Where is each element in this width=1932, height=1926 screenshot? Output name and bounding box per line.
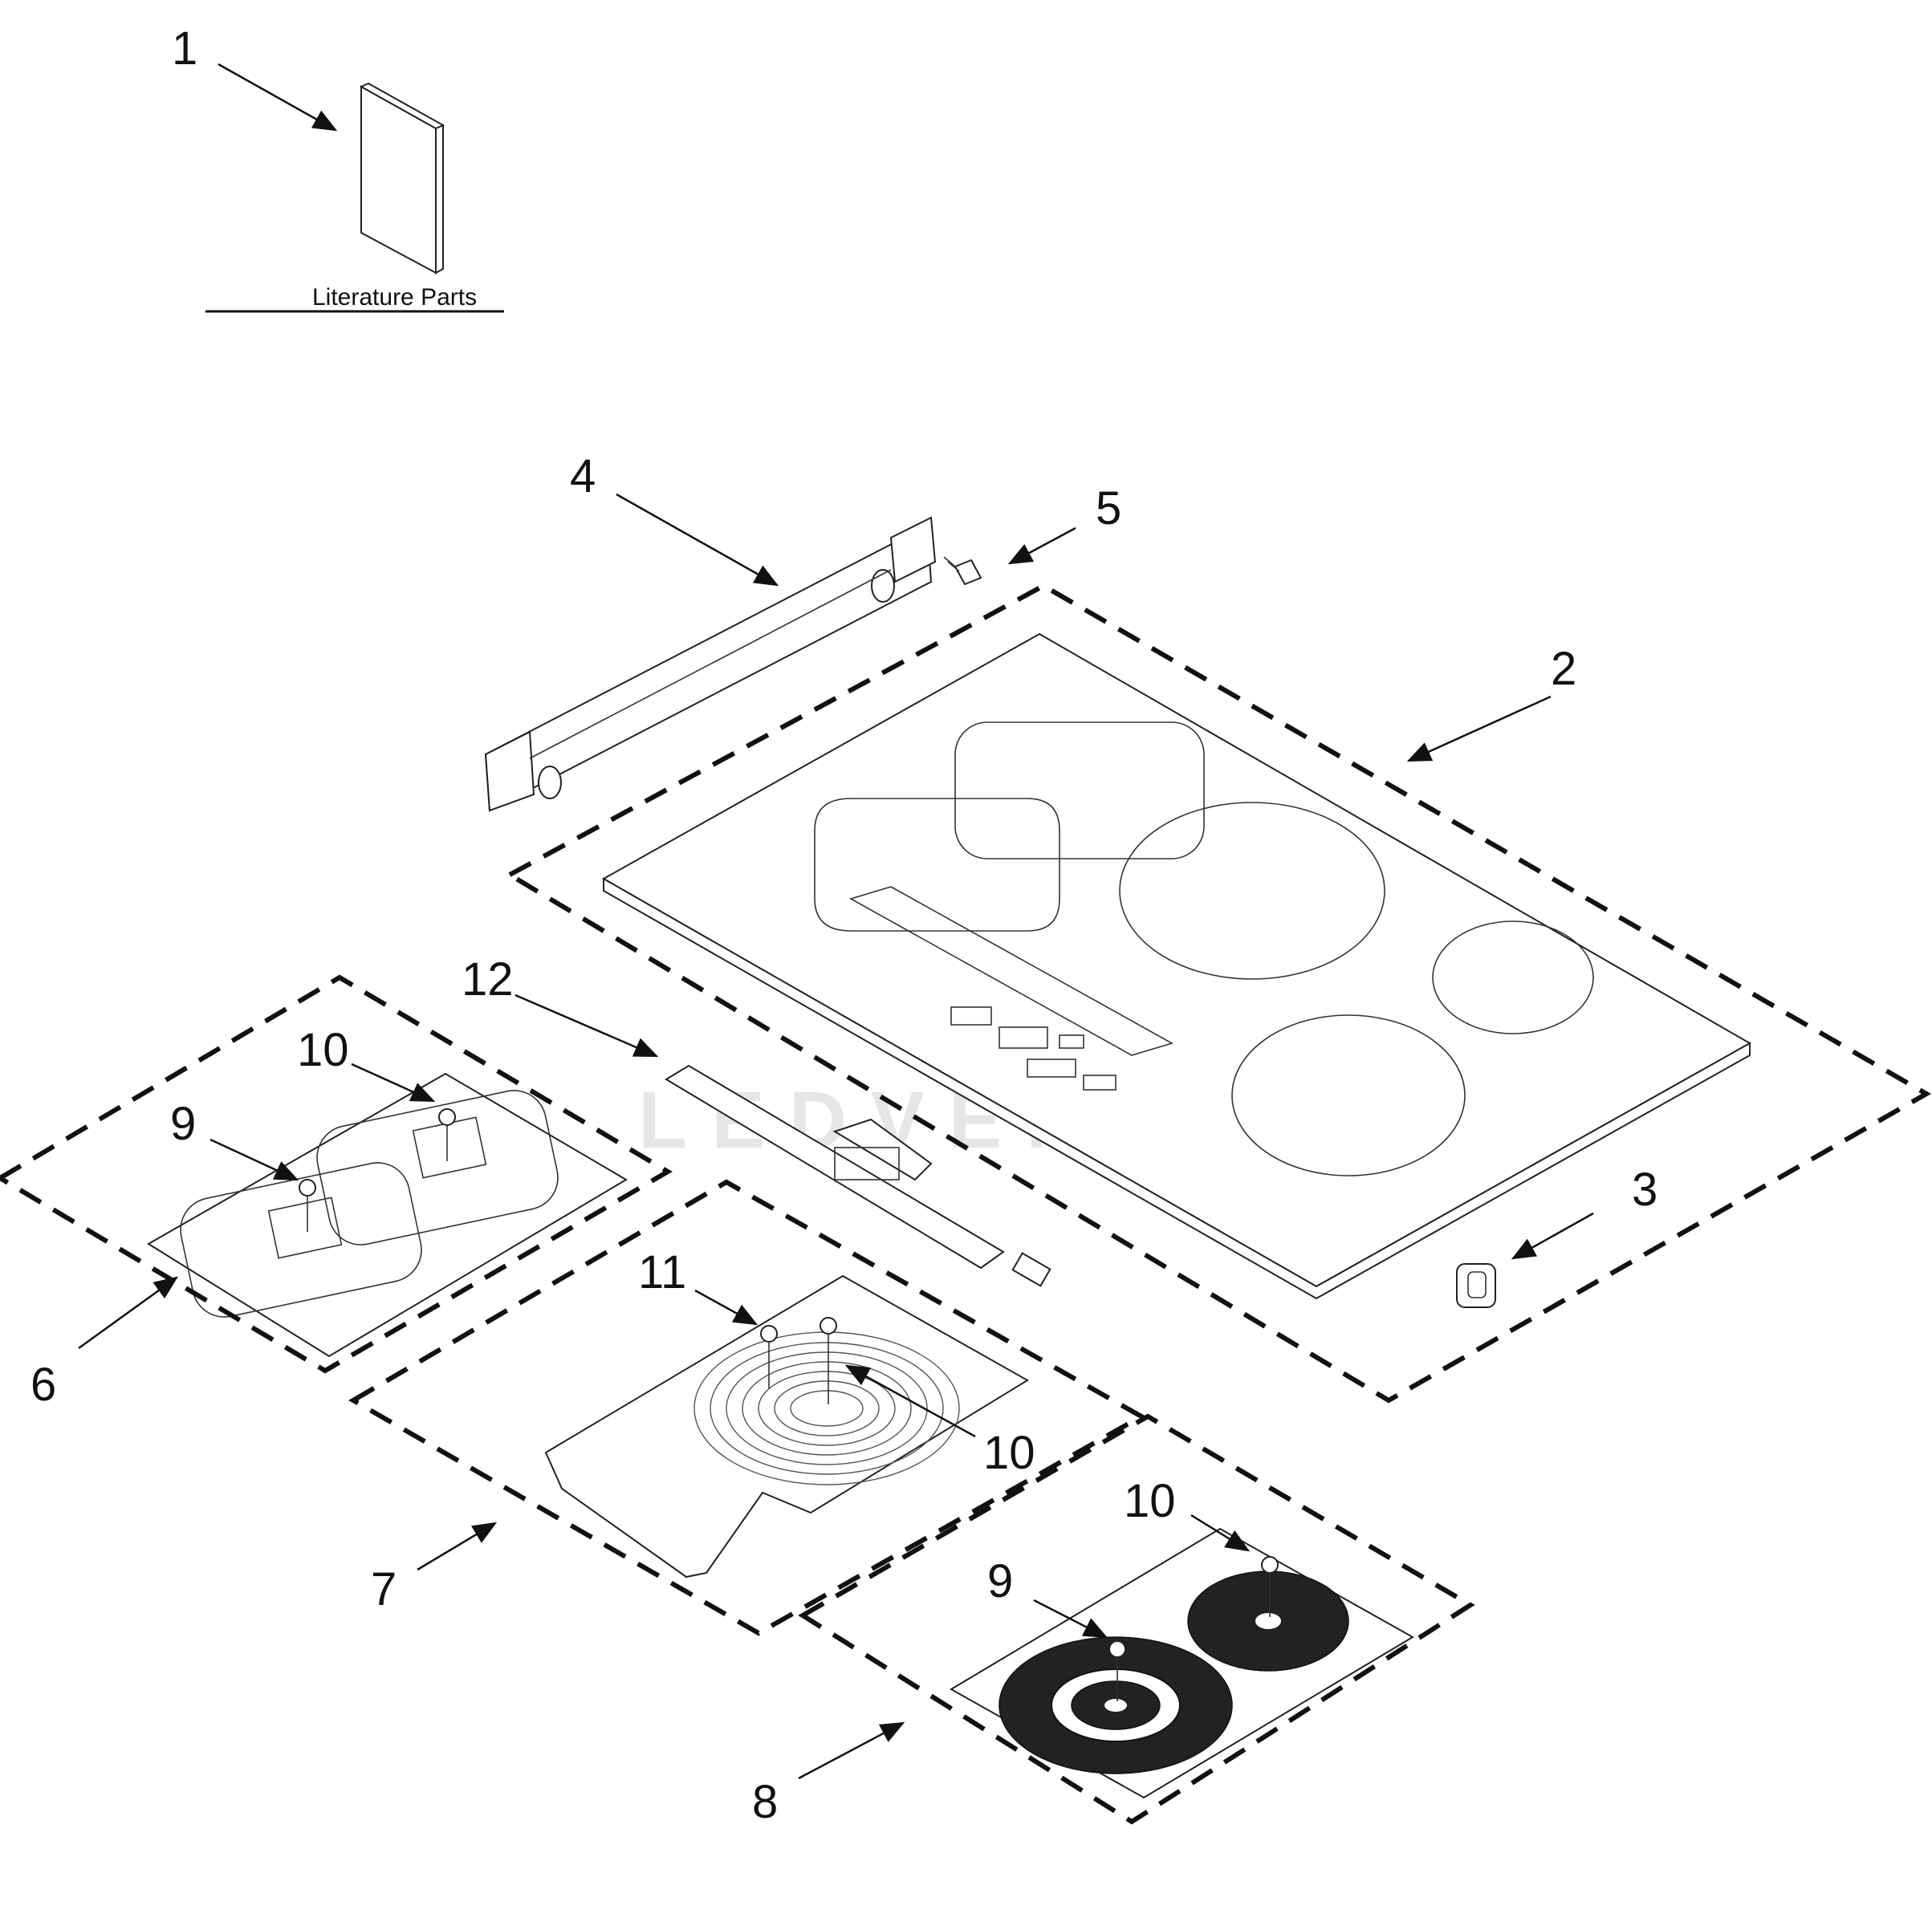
callout-5: 5 bbox=[1096, 482, 1121, 534]
leader-arrows bbox=[78, 63, 1594, 1780]
outline-cooktop bbox=[504, 583, 1932, 1404]
callout-9-right: 9 bbox=[987, 1555, 1013, 1607]
coil-assembly-6 bbox=[147, 1072, 628, 1358]
coil-assembly-7 bbox=[544, 1274, 1029, 1579]
cooktop-clip bbox=[1456, 1263, 1496, 1308]
callout-3: 3 bbox=[1632, 1164, 1657, 1216]
callout-10-left: 10 bbox=[297, 1024, 349, 1076]
control-board bbox=[665, 1064, 1051, 1287]
callout-2: 2 bbox=[1551, 643, 1576, 695]
control-panel-graphics bbox=[848, 886, 1174, 1091]
outline-coil-7 bbox=[348, 1179, 1147, 1636]
literature-booklet: Literature Parts bbox=[205, 82, 504, 313]
callout-12: 12 bbox=[462, 953, 514, 1006]
outline-coil-8 bbox=[798, 1413, 1475, 1825]
callout-6: 6 bbox=[31, 1359, 56, 1411]
screw bbox=[943, 556, 982, 586]
rear-bracket bbox=[484, 516, 937, 812]
coil-assembly-8 bbox=[950, 1527, 1414, 1799]
callout-10-right: 10 bbox=[1124, 1475, 1176, 1527]
cooktop-glass bbox=[601, 632, 1752, 1300]
callout-10-center: 10 bbox=[983, 1427, 1035, 1479]
callout-7: 7 bbox=[371, 1563, 397, 1615]
literature-label: Literature Parts bbox=[312, 284, 477, 311]
outline-coil-6 bbox=[0, 974, 673, 1374]
callout-labels: 1 2 3 4 5 6 7 8 9 9 10 10 10 11 12 bbox=[31, 22, 1657, 1828]
callout-1: 1 bbox=[172, 22, 197, 75]
dashed-group-outlines bbox=[0, 583, 1932, 1825]
callout-4: 4 bbox=[570, 450, 596, 502]
callout-11: 11 bbox=[638, 1246, 686, 1298]
callout-8: 8 bbox=[752, 1776, 778, 1828]
callout-9-left: 9 bbox=[170, 1098, 196, 1150]
